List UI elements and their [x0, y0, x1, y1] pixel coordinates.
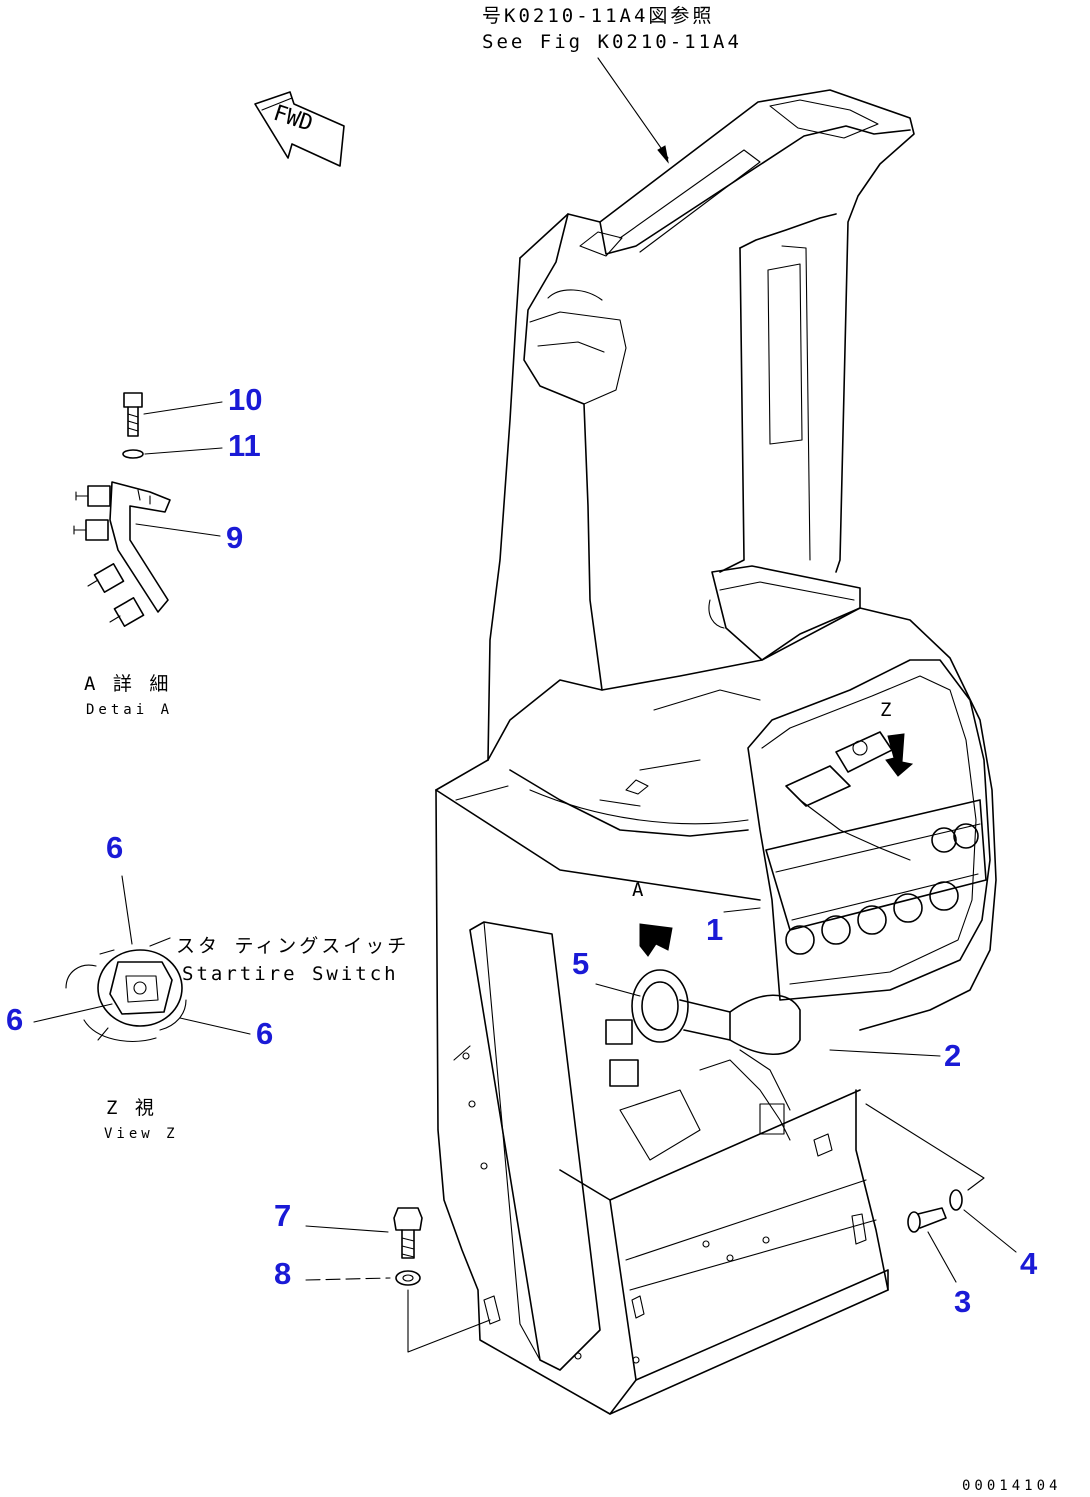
leader-5 — [595, 983, 641, 997]
reference-label-en: See Fig K0210-11A4 — [482, 31, 742, 53]
starting-switch-label-jp: スタ ティングスイッチ — [176, 935, 409, 957]
callout-7: 7 — [274, 1198, 291, 1233]
washer-4-icon — [949, 1189, 963, 1211]
washer-8-icon — [395, 1270, 421, 1286]
leader-4 — [963, 1209, 1017, 1253]
control-switches — [765, 731, 987, 955]
leader-11 — [144, 447, 223, 455]
leader-6-right — [179, 1017, 251, 1035]
leader-2 — [829, 1049, 941, 1057]
callout-6-top: 6 — [106, 830, 123, 865]
leader-3 — [927, 1231, 957, 1283]
callout-3: 3 — [954, 1284, 971, 1319]
view-z-title-jp: Z 視 — [106, 1097, 157, 1119]
callout-1: 1 — [706, 912, 723, 947]
console-assembly: Z — [435, 89, 997, 1415]
leader-9 — [135, 523, 221, 537]
assembly-line-7-8 — [407, 1289, 491, 1353]
starting-switch-label-en: Startire Switch — [182, 963, 399, 985]
key-switch-icon — [605, 969, 801, 1161]
bolt-3-icon — [907, 1207, 947, 1233]
view-z-marker: Z — [880, 699, 894, 721]
bolt-10-icon — [123, 392, 143, 437]
assembly-line-3-4 — [865, 1103, 985, 1191]
callout-11: 11 — [228, 428, 261, 463]
leader-8 — [305, 1277, 391, 1281]
bracket-9-icon — [73, 481, 171, 627]
washer-11-icon — [122, 449, 144, 459]
leader-7 — [305, 1225, 389, 1233]
fwd-arrow-icon: FWD — [254, 91, 345, 167]
detail-a-title-en: Detai A — [86, 702, 173, 718]
leader-10 — [143, 401, 223, 415]
drawing-number: 00014104 — [962, 1478, 1061, 1494]
callout-6-right: 6 — [256, 1016, 273, 1051]
callout-6-left: 6 — [6, 1002, 23, 1037]
callout-5: 5 — [572, 946, 589, 981]
callout-2: 2 — [944, 1038, 961, 1073]
leader-6-left — [33, 1003, 113, 1023]
callout-8: 8 — [274, 1256, 291, 1291]
starting-switch-icon — [65, 937, 187, 1042]
callout-10: 10 — [228, 382, 262, 417]
callout-4: 4 — [1020, 1246, 1038, 1281]
leader-1 — [723, 907, 761, 913]
reference-label-jp: 号K0210-11A4図参照 — [482, 5, 714, 27]
view-z-arrow-icon — [885, 733, 914, 777]
fwd-label: FWD — [270, 101, 316, 137]
view-a-arrow-icon — [639, 923, 673, 957]
leader-6-top — [121, 875, 133, 945]
view-z-title-en: View Z — [104, 1126, 179, 1142]
view-a-marker: A — [632, 879, 646, 901]
reference-leader — [597, 57, 669, 164]
bolt-7-icon — [393, 1207, 423, 1259]
callout-9: 9 — [226, 520, 243, 555]
detail-a-title-jp: A 詳 細 — [84, 673, 171, 695]
